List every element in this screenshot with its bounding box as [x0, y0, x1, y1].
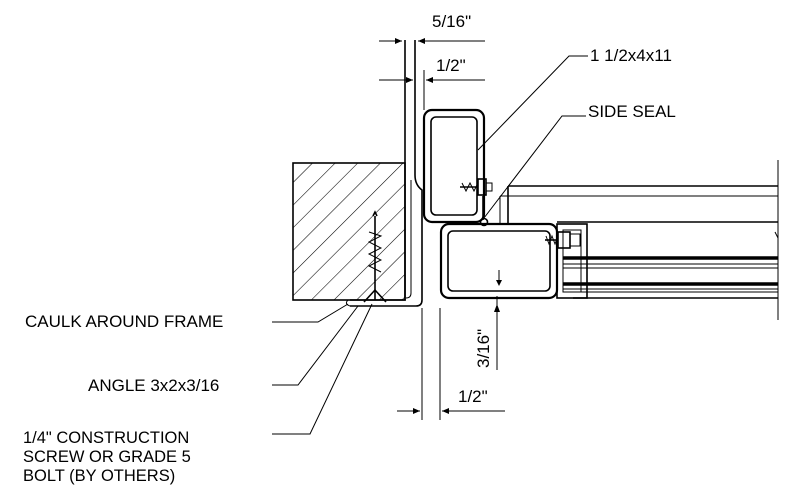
glazing-panel	[556, 223, 778, 299]
caulk-bead	[345, 299, 351, 307]
callout-caulk-label: CAULK AROUND FRAME	[25, 312, 223, 331]
lower-tube-fastener	[545, 231, 581, 249]
inner-arrow	[496, 270, 502, 286]
dimension-1-2-bottom: 1/2"	[397, 308, 505, 420]
callout-angle: ANGLE 3x2x3/16	[88, 305, 359, 395]
dimension-3-16: 3/16"	[474, 296, 500, 370]
construction-screw	[363, 210, 387, 303]
steel-angle-frame	[350, 40, 423, 307]
dimension-3-16-label: 3/16"	[474, 329, 493, 368]
callout-side-seal: SIDE SEAL	[483, 102, 676, 219]
callout-angle-label: ANGLE 3x2x3/16	[88, 376, 219, 395]
upper-tube-1-1-2x4x11	[422, 108, 486, 224]
dimension-1-2-top-label: 1/2"	[436, 56, 466, 75]
callout-tube-label: 1 1/2x4x11	[590, 46, 672, 65]
callout-screw-line3: BOLT (BY OTHERS)	[23, 467, 175, 485]
hatched-wall-block	[292, 162, 406, 301]
callout-tube: 1 1/2x4x11	[477, 46, 672, 151]
dimension-1-2-top: 1/2"	[379, 55, 485, 110]
callout-screw-line2: SCREW OR GRADE 5	[23, 448, 191, 466]
callout-caulk: CAULK AROUND FRAME	[25, 303, 349, 331]
dimension-5-16: 5/16"	[379, 12, 485, 44]
dimension-5-16-label: 5/16"	[432, 12, 471, 31]
callout-screw-line1: 1/4" CONSTRUCTION	[23, 429, 189, 447]
callout-side-seal-label: SIDE SEAL	[588, 102, 676, 121]
lower-tube	[439, 222, 559, 300]
upper-tube-fastener	[460, 178, 493, 196]
right-door-frame	[499, 160, 779, 320]
callout-screw: 1/4" CONSTRUCTION SCREW OR GRADE 5 BOLT …	[23, 303, 373, 485]
side-seal-bulb	[479, 196, 489, 227]
dimension-1-2-bottom-label: 1/2"	[458, 387, 488, 406]
